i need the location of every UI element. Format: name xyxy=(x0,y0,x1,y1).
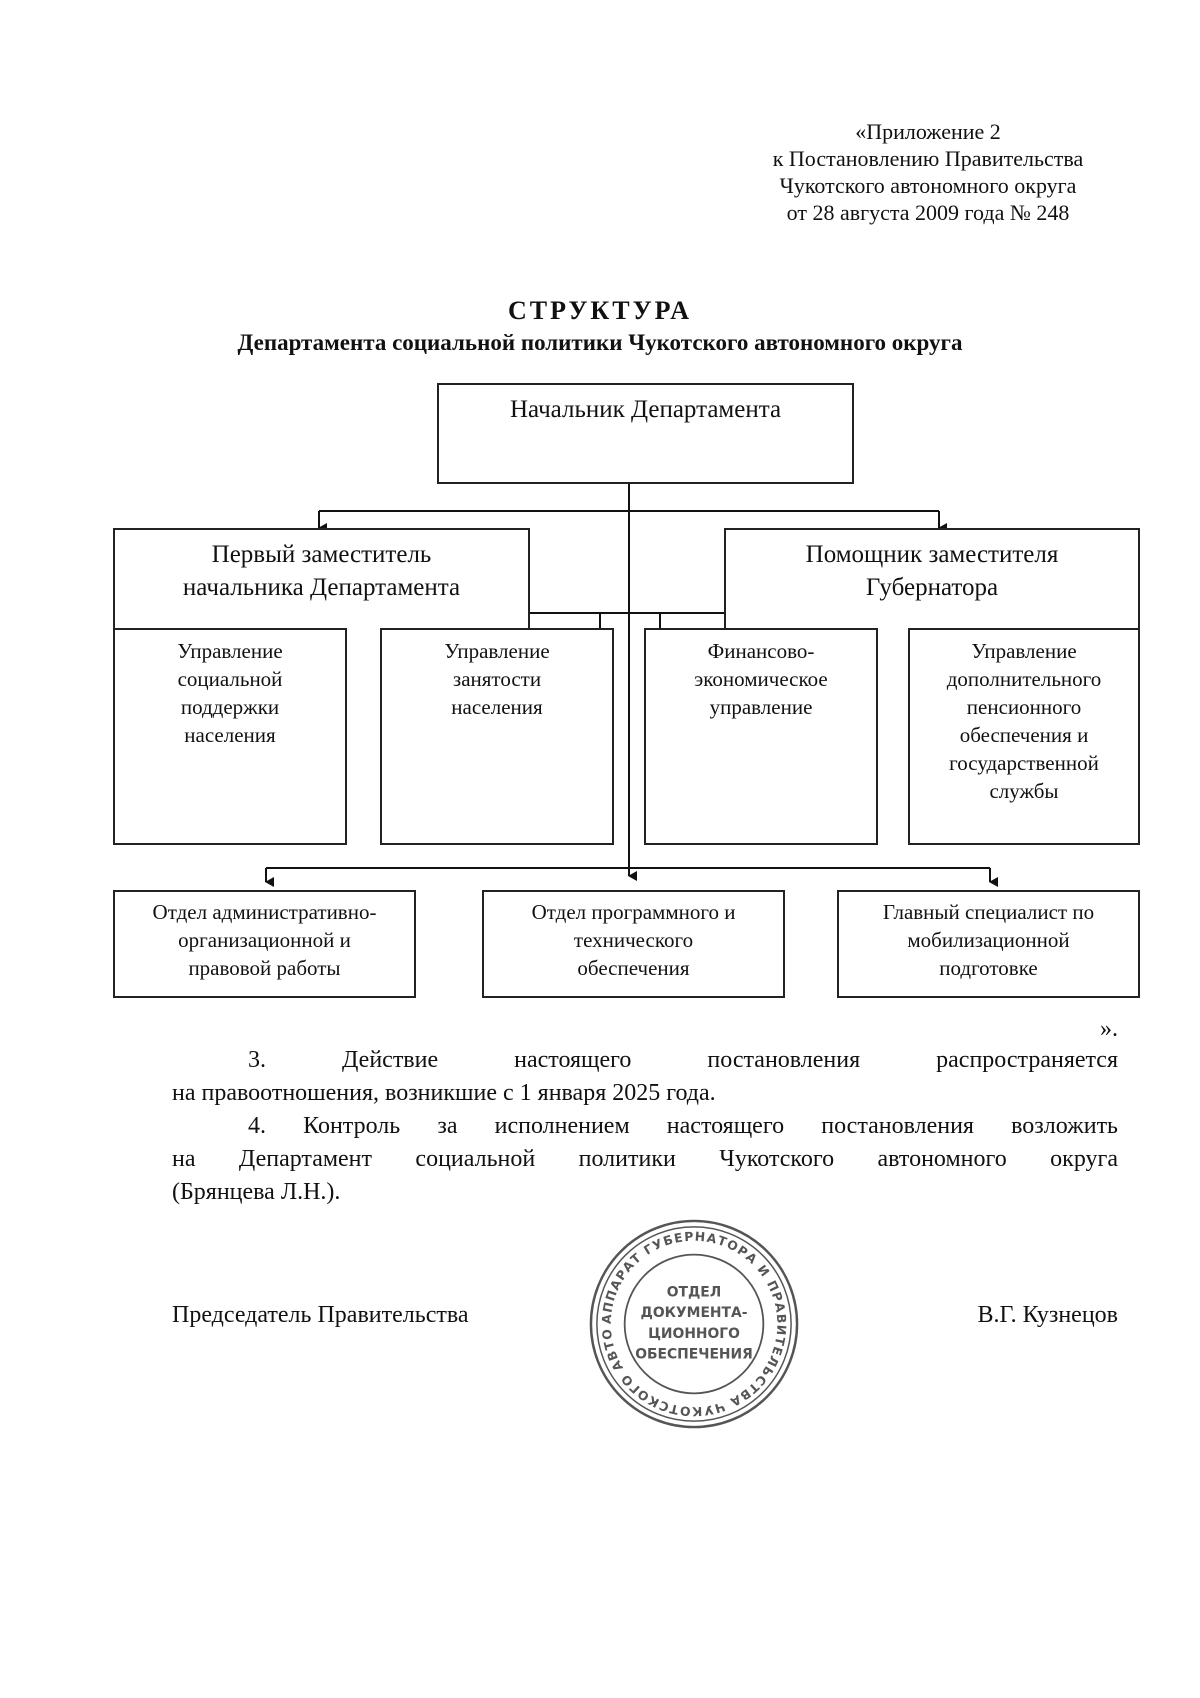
org-box-head: Начальник Департамента xyxy=(437,383,854,484)
signature-role: Председатель Правительства xyxy=(172,1302,469,1328)
org-box-unit-2: Управление занятости населения xyxy=(380,628,614,845)
para-4-line-2: на Департамент социальной политики Чукот… xyxy=(172,1146,1118,1172)
org-box-unit-4: Управление дополнительного пенсионного о… xyxy=(908,628,1140,845)
bottom-3-line-1: Главный специалист по xyxy=(882,900,1095,924)
stamp-center-line-2: ДОКУМЕНТА- xyxy=(641,1305,748,1321)
annex-line-3: Чукотского автономного округа xyxy=(779,173,1077,198)
paragraph-3: 3. Действие настоящего постановления рас… xyxy=(172,1044,1118,1110)
unit-4-line-6: службы xyxy=(989,779,1059,803)
org-head-label: Начальник Департамента xyxy=(509,396,782,423)
annex-line-2: к Постановлению Правительства xyxy=(772,146,1084,171)
unit-3-line-1: Финансово- xyxy=(707,639,815,663)
unit-1-line-1: Управление xyxy=(177,639,283,663)
org-box-first-deputy: Первый заместитель начальника Департамен… xyxy=(113,528,530,629)
org-box-unit-3: Финансово- экономическое управление xyxy=(644,628,878,845)
assistant-line-2: Губернатора xyxy=(865,574,999,601)
unit-2-line-1: Управление xyxy=(444,639,550,663)
org-box-assistant: Помощник заместителя Губернатора xyxy=(724,528,1140,629)
document-title: СТРУКТУРА xyxy=(507,296,693,325)
bottom-3-line-2: мобилизационной xyxy=(907,928,1070,952)
official-stamp: АППАРАТ ГУБЕРНАТОРА И ПРАВИТЕЛЬСТВА ЧУКО… xyxy=(585,1215,799,1429)
unit-4-line-2: дополнительного xyxy=(946,667,1102,691)
unit-4-line-1: Управление xyxy=(971,639,1077,663)
bottom-1-line-1: Отдел административно- xyxy=(152,900,377,924)
para-3-line-2: на правоотношения, возникшие с 1 января … xyxy=(172,1080,716,1106)
org-box-bottom-2: Отдел программного и технического обеспе… xyxy=(482,890,785,998)
stamp-center-line-4: ОБЕСПЕЧЕНИЯ xyxy=(635,1347,753,1363)
org-box-bottom-1: Отдел административно- организационной и… xyxy=(113,890,416,998)
org-box-bottom-3: Главный специалист по мобилизационной по… xyxy=(837,890,1140,998)
annex-header: «Приложение 2 к Постановлению Правительс… xyxy=(738,118,1118,226)
unit-4-line-5: государственной xyxy=(949,751,1099,775)
bottom-2-line-2: технического xyxy=(573,928,694,952)
unit-3-line-3: управление xyxy=(709,695,813,719)
bottom-1-line-3: правовой работы xyxy=(188,956,341,980)
unit-3-line-2: экономическое xyxy=(694,667,828,691)
stamp-center-line-1: ОТДЕЛ xyxy=(667,1284,722,1300)
bottom-2-line-1: Отдел программного и xyxy=(531,900,736,924)
annex-line-4: от 28 августа 2009 года № 248 xyxy=(786,200,1070,225)
first-deputy-line-2: начальника Департамента xyxy=(182,574,461,601)
org-box-unit-1: Управление социальной поддержки населени… xyxy=(113,628,347,845)
signature-name: В.Г. Кузнецов xyxy=(977,1302,1118,1328)
unit-4-line-3: пенсионного xyxy=(966,695,1082,719)
bottom-2-line-3: обеспечения xyxy=(577,956,690,980)
paragraph-4: 4. Контроль за исполнением настоящего по… xyxy=(172,1110,1118,1209)
para-4-line-3: (Брянцева Л.Н.). xyxy=(172,1179,341,1205)
assistant-line-1: Помощник заместителя xyxy=(805,541,1059,568)
unit-1-line-3: поддержки xyxy=(180,695,280,719)
bottom-3-line-3: подготовке xyxy=(939,956,1038,980)
unit-2-line-3: населения xyxy=(451,695,543,719)
closing-quote: ». xyxy=(1100,1016,1118,1042)
para-4-line-1: 4. Контроль за исполнением настоящего по… xyxy=(248,1113,1118,1139)
document-subtitle: Департамента социальной политики Чукотск… xyxy=(237,330,963,355)
unit-1-line-4: населения xyxy=(184,723,276,747)
para-3-line-1: 3. Действие настоящего постановления рас… xyxy=(248,1047,1118,1073)
unit-2-line-2: занятости xyxy=(452,667,542,691)
annex-line-1: «Приложение 2 xyxy=(855,119,1001,144)
unit-4-line-4: обеспечения и xyxy=(959,723,1089,747)
stamp-center-line-3: ЦИОННОГО xyxy=(648,1326,740,1342)
bottom-1-line-2: организационной и xyxy=(178,928,351,952)
first-deputy-line-1: Первый заместитель xyxy=(211,541,432,568)
unit-1-line-2: социальной xyxy=(177,667,283,691)
